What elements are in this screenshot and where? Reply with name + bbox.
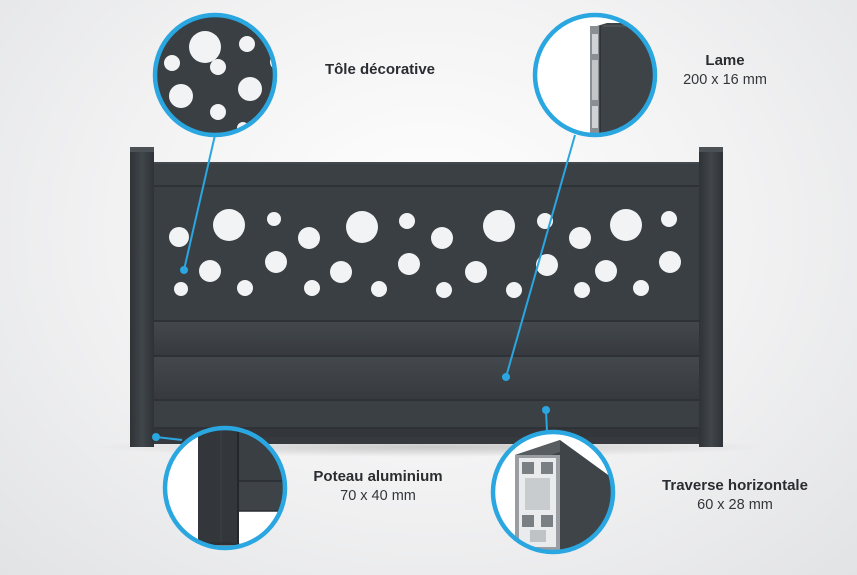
leader-poteau xyxy=(155,436,183,441)
label-traverse: Traverse horizontale 60 x 28 mm xyxy=(635,477,835,514)
decorative-holes xyxy=(169,209,681,298)
lame-dims: 200 x 16 mm xyxy=(683,71,767,88)
right-post xyxy=(699,147,723,447)
decorative-sheet-detail-icon xyxy=(152,12,278,138)
poteau-dims: 70 x 40 mm xyxy=(340,487,416,504)
decorative-sheet xyxy=(152,187,701,321)
leader-dot-tole xyxy=(180,266,188,274)
leader-dot-poteau xyxy=(152,433,160,441)
top-rail xyxy=(152,162,701,186)
slat-2 xyxy=(152,357,701,400)
traverse-dims: 60 x 28 mm xyxy=(697,496,773,513)
post-detail-icon xyxy=(162,425,288,551)
poteau-title: Poteau aluminium xyxy=(313,468,443,485)
rail-profile-detail-icon xyxy=(490,429,616,555)
leader-tole xyxy=(183,134,216,271)
left-post xyxy=(130,147,154,447)
leader-lines xyxy=(152,134,576,441)
label-poteau: Poteau aluminium 70 x 40 mm xyxy=(288,468,468,505)
label-lame: Lame 200 x 16 mm xyxy=(660,52,790,89)
leader-lame xyxy=(505,134,576,378)
lame-title: Lame xyxy=(705,52,745,69)
slat-1 xyxy=(152,322,701,356)
tole-title: Tôle décorative xyxy=(324,61,436,78)
leader-dot-lame xyxy=(502,373,510,381)
slat-profile-detail-icon xyxy=(532,12,658,138)
traverse-title: Traverse horizontale xyxy=(662,477,808,494)
label-tole: Tôle décorative xyxy=(300,61,460,80)
bottom-rail xyxy=(152,401,701,428)
leader-dot-traverse xyxy=(542,406,550,414)
fence-panel xyxy=(152,162,701,444)
